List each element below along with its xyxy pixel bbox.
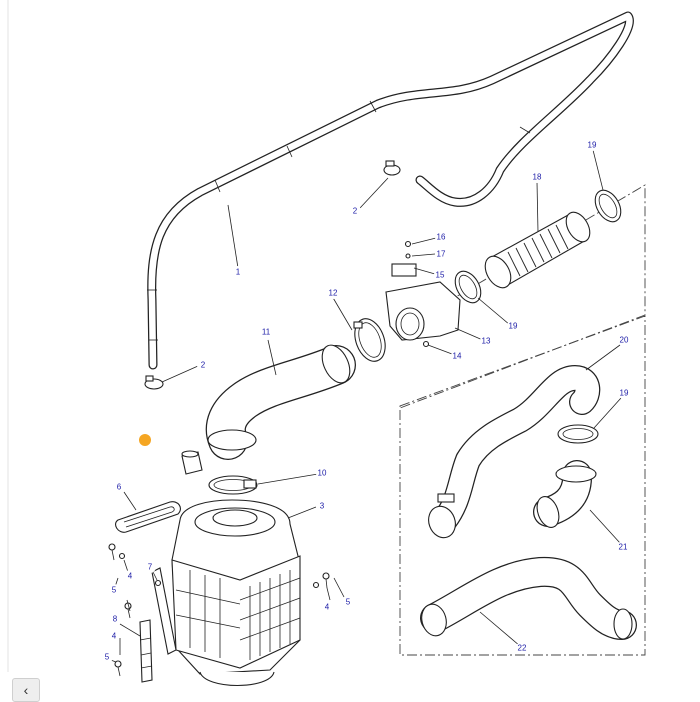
callout-5-left-lower[interactable]: 5 xyxy=(101,651,113,663)
bracket-7 xyxy=(151,567,177,655)
svg-text:6: 6 xyxy=(117,483,122,492)
clamp-10 xyxy=(208,475,258,495)
callout-19-lower[interactable]: 19 xyxy=(618,387,630,399)
callout-2-upper[interactable]: 2 xyxy=(349,205,361,217)
clamp-19-lower xyxy=(557,424,599,444)
svg-text:19: 19 xyxy=(588,141,597,150)
callout-3[interactable]: 3 xyxy=(316,500,328,512)
bolt-left-a xyxy=(108,543,116,561)
callout-7[interactable]: 7 xyxy=(144,561,156,573)
screw-14 xyxy=(422,340,430,348)
intake-pipe-22 xyxy=(420,556,637,640)
callout-14[interactable]: 14 xyxy=(451,350,463,362)
callout-labels: 1 2 2 3 4 4 4 5 5 5 6 7 8 9 10 11 12 13 … xyxy=(101,139,630,663)
svg-text:2: 2 xyxy=(353,207,358,216)
svg-text:5: 5 xyxy=(346,598,351,607)
clamp-19-upper xyxy=(594,189,622,223)
corrugated-bellows xyxy=(484,211,591,289)
svg-text:13: 13 xyxy=(482,337,491,346)
svg-text:2: 2 xyxy=(201,361,206,370)
callout-2-lower[interactable]: 2 xyxy=(197,359,209,371)
gasket-6 xyxy=(115,501,181,533)
callout-16[interactable]: 16 xyxy=(435,231,447,243)
svg-text:19: 19 xyxy=(509,322,518,331)
svg-text:11: 11 xyxy=(262,328,271,337)
svg-text:20: 20 xyxy=(620,336,629,345)
svg-text:1: 1 xyxy=(236,268,241,277)
svg-text:12: 12 xyxy=(329,289,338,298)
svg-text:4: 4 xyxy=(112,632,117,641)
callout-18[interactable]: 18 xyxy=(531,171,543,183)
bent-pipe-20 xyxy=(428,365,601,539)
callout-4-left-upper[interactable]: 4 xyxy=(124,570,136,582)
svg-text:18: 18 xyxy=(533,173,542,182)
svg-text:22: 22 xyxy=(518,644,527,653)
callout-21[interactable]: 21 xyxy=(617,541,629,553)
air-filter-housing xyxy=(171,499,301,686)
callout-5-right[interactable]: 5 xyxy=(342,596,354,608)
svg-text:19: 19 xyxy=(620,389,629,398)
chevron-left-icon: ‹ xyxy=(23,682,29,698)
elbow-21 xyxy=(533,460,597,528)
callout-4-right[interactable]: 4 xyxy=(321,601,333,613)
bolt-left-b xyxy=(118,552,126,560)
callout-19-middle[interactable]: 19 xyxy=(507,320,519,332)
callout-11[interactable]: 11 xyxy=(260,326,272,338)
svg-text:5: 5 xyxy=(112,586,117,595)
callout-13[interactable]: 13 xyxy=(480,335,492,347)
svg-text:9: 9 xyxy=(143,436,148,445)
bolt-right-b xyxy=(312,581,320,589)
screw-17 xyxy=(405,253,411,259)
clamp-12 xyxy=(353,318,386,362)
svg-text:14: 14 xyxy=(453,352,462,361)
callout-15[interactable]: 15 xyxy=(434,269,446,281)
callout-8[interactable]: 8 xyxy=(109,613,121,625)
hose-clamp-upper xyxy=(383,160,401,176)
back-arrow-button[interactable]: ‹ xyxy=(12,678,40,702)
group-boundary-upper xyxy=(399,184,646,409)
callout-9-selected[interactable]: 9 xyxy=(139,434,151,446)
callout-1[interactable]: 1 xyxy=(232,266,244,278)
callout-4-left-lower[interactable]: 4 xyxy=(108,630,120,642)
callout-10[interactable]: 10 xyxy=(316,467,328,479)
svg-text:3: 3 xyxy=(320,502,325,511)
clamp-19-middle xyxy=(454,270,482,304)
drain-valve-8 xyxy=(139,619,153,683)
svg-text:16: 16 xyxy=(437,233,446,242)
svg-text:5: 5 xyxy=(105,653,110,662)
svg-text:8: 8 xyxy=(113,615,118,624)
svg-text:21: 21 xyxy=(619,543,628,552)
bolt-left-d xyxy=(114,660,122,677)
connector-housing xyxy=(385,263,461,341)
intake-elbow-hose xyxy=(205,344,356,460)
callout-5-left-upper[interactable]: 5 xyxy=(108,584,120,596)
svg-text:4: 4 xyxy=(325,603,330,612)
hose-clamp-lower xyxy=(144,375,164,390)
screw-16 xyxy=(404,240,412,248)
callout-20[interactable]: 20 xyxy=(618,334,630,346)
breather-hose xyxy=(147,11,634,370)
svg-text:17: 17 xyxy=(437,250,446,259)
callout-22[interactable]: 22 xyxy=(516,642,528,654)
callout-17[interactable]: 17 xyxy=(435,248,447,260)
svg-text:7: 7 xyxy=(148,563,153,572)
sleeve-9 xyxy=(181,450,203,475)
svg-text:15: 15 xyxy=(436,271,445,280)
callout-19-upper[interactable]: 19 xyxy=(586,139,598,151)
callout-6[interactable]: 6 xyxy=(113,481,125,493)
group-boundary-lower xyxy=(399,315,646,656)
leader-lines xyxy=(107,149,622,663)
callout-12[interactable]: 12 xyxy=(327,287,339,299)
bolt-right-a xyxy=(322,572,330,589)
svg-text:10: 10 xyxy=(318,469,327,478)
svg-text:4: 4 xyxy=(128,572,133,581)
